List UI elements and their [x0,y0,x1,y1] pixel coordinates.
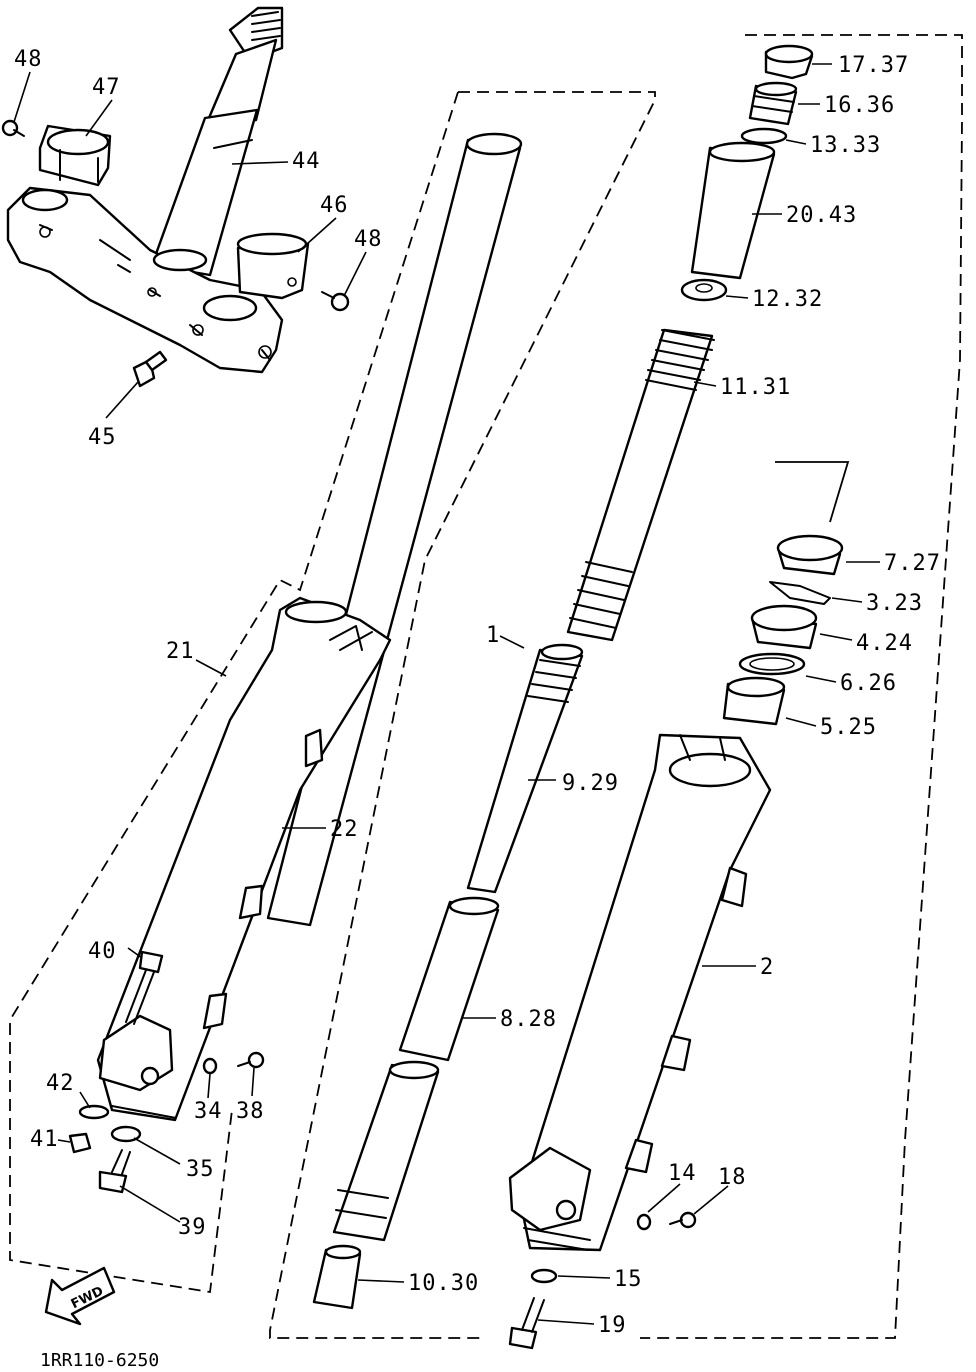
oil-seal-part-4 [750,604,818,650]
label-42: 42 [46,1071,75,1096]
cap-bolt-part-16 [748,81,798,126]
label-4-24: 4.24 [856,631,913,656]
bolt-part-19 [508,1297,545,1350]
label-45: 45 [88,425,117,450]
under-bracket-part [6,186,284,374]
dust-seal-part-7 [776,534,844,576]
bolt-part-39 [98,1149,131,1194]
spacer-part-20 [690,141,776,280]
label-6-26: 6.26 [840,671,897,696]
group-outline-center [269,91,656,1339]
steering-stem-part-44 [150,6,284,277]
label-21: 21 [166,639,195,664]
bolt-part-45 [132,350,168,388]
label-44: 44 [292,149,321,174]
group-outline-right [640,34,963,1339]
collar-part-10 [312,1244,362,1310]
label-8-28: 8.28 [500,1007,557,1032]
label-46: 46 [320,193,349,218]
label-34: 34 [194,1099,223,1124]
label-48-left: 48 [14,47,43,72]
part-labels: 48 47 44 46 48 45 21 22 40 42 34 38 41 3… [14,47,941,1338]
label-39: 39 [178,1215,207,1240]
group-outline-left [9,91,459,1294]
leader-lines [13,63,880,1325]
cap-part-17 [764,44,814,80]
label-48-right: 48 [354,227,383,252]
label-35: 35 [186,1157,215,1182]
o-ring-part-13 [740,127,788,145]
screw-part-48-left [1,119,25,137]
screw-part-18 [669,1211,697,1229]
label-13-33: 13.33 [810,133,881,158]
slide-metal-part-5 [722,676,786,726]
washer-part-35 [110,1125,142,1143]
label-2: 2 [760,955,774,980]
label-14: 14 [668,1161,697,1186]
label-47: 47 [92,75,121,100]
label-9-29: 9.29 [562,771,619,796]
label-18: 18 [718,1165,747,1190]
label-22: 22 [330,817,359,842]
oil-lock-piece-part [332,1060,440,1242]
outer-tube-part-22 [96,596,392,1122]
clip-part-3 [769,581,831,605]
bolt-part-40 [125,950,164,1025]
washer-part-15 [530,1268,558,1284]
label-12-32: 12.32 [752,287,823,312]
label-40: 40 [88,939,117,964]
fwd-arrow-icon: FWD [44,1266,116,1326]
washer-part-6 [738,652,806,676]
screw-part-38 [237,1051,265,1069]
outer-tube-part-2 [508,733,772,1252]
collar-part-46 [236,232,310,300]
label-17-37: 17.37 [838,53,909,78]
washer-part-42 [78,1104,110,1120]
label-10-30: 10.30 [408,1271,479,1296]
slide-bush-part-8 [398,896,500,1062]
nut-part-41 [68,1132,92,1154]
screw-part-48-right [321,291,350,312]
label-3-23: 3.23 [866,591,923,616]
washer-part-34 [202,1057,218,1075]
label-19: 19 [598,1313,627,1338]
spring-seat-part-12 [680,278,728,302]
damper-rod-part-9 [466,643,584,894]
clamp-part-47 [38,124,112,187]
label-7-27: 7.27 [884,551,941,576]
label-16-36: 16.36 [824,93,895,118]
washer-part-14 [636,1213,652,1231]
label-41: 41 [30,1127,59,1152]
label-15: 15 [614,1267,643,1292]
group-outline-inner [775,461,850,523]
fork-spring-part-11 [566,328,715,642]
label-5-25: 5.25 [820,715,877,740]
drawing-code: 1RR110-6250 [40,1350,159,1371]
label-38: 38 [236,1099,265,1124]
label-11-31: 11.31 [720,375,791,400]
label-1: 1 [486,623,500,648]
label-20-43: 20.43 [786,203,857,228]
